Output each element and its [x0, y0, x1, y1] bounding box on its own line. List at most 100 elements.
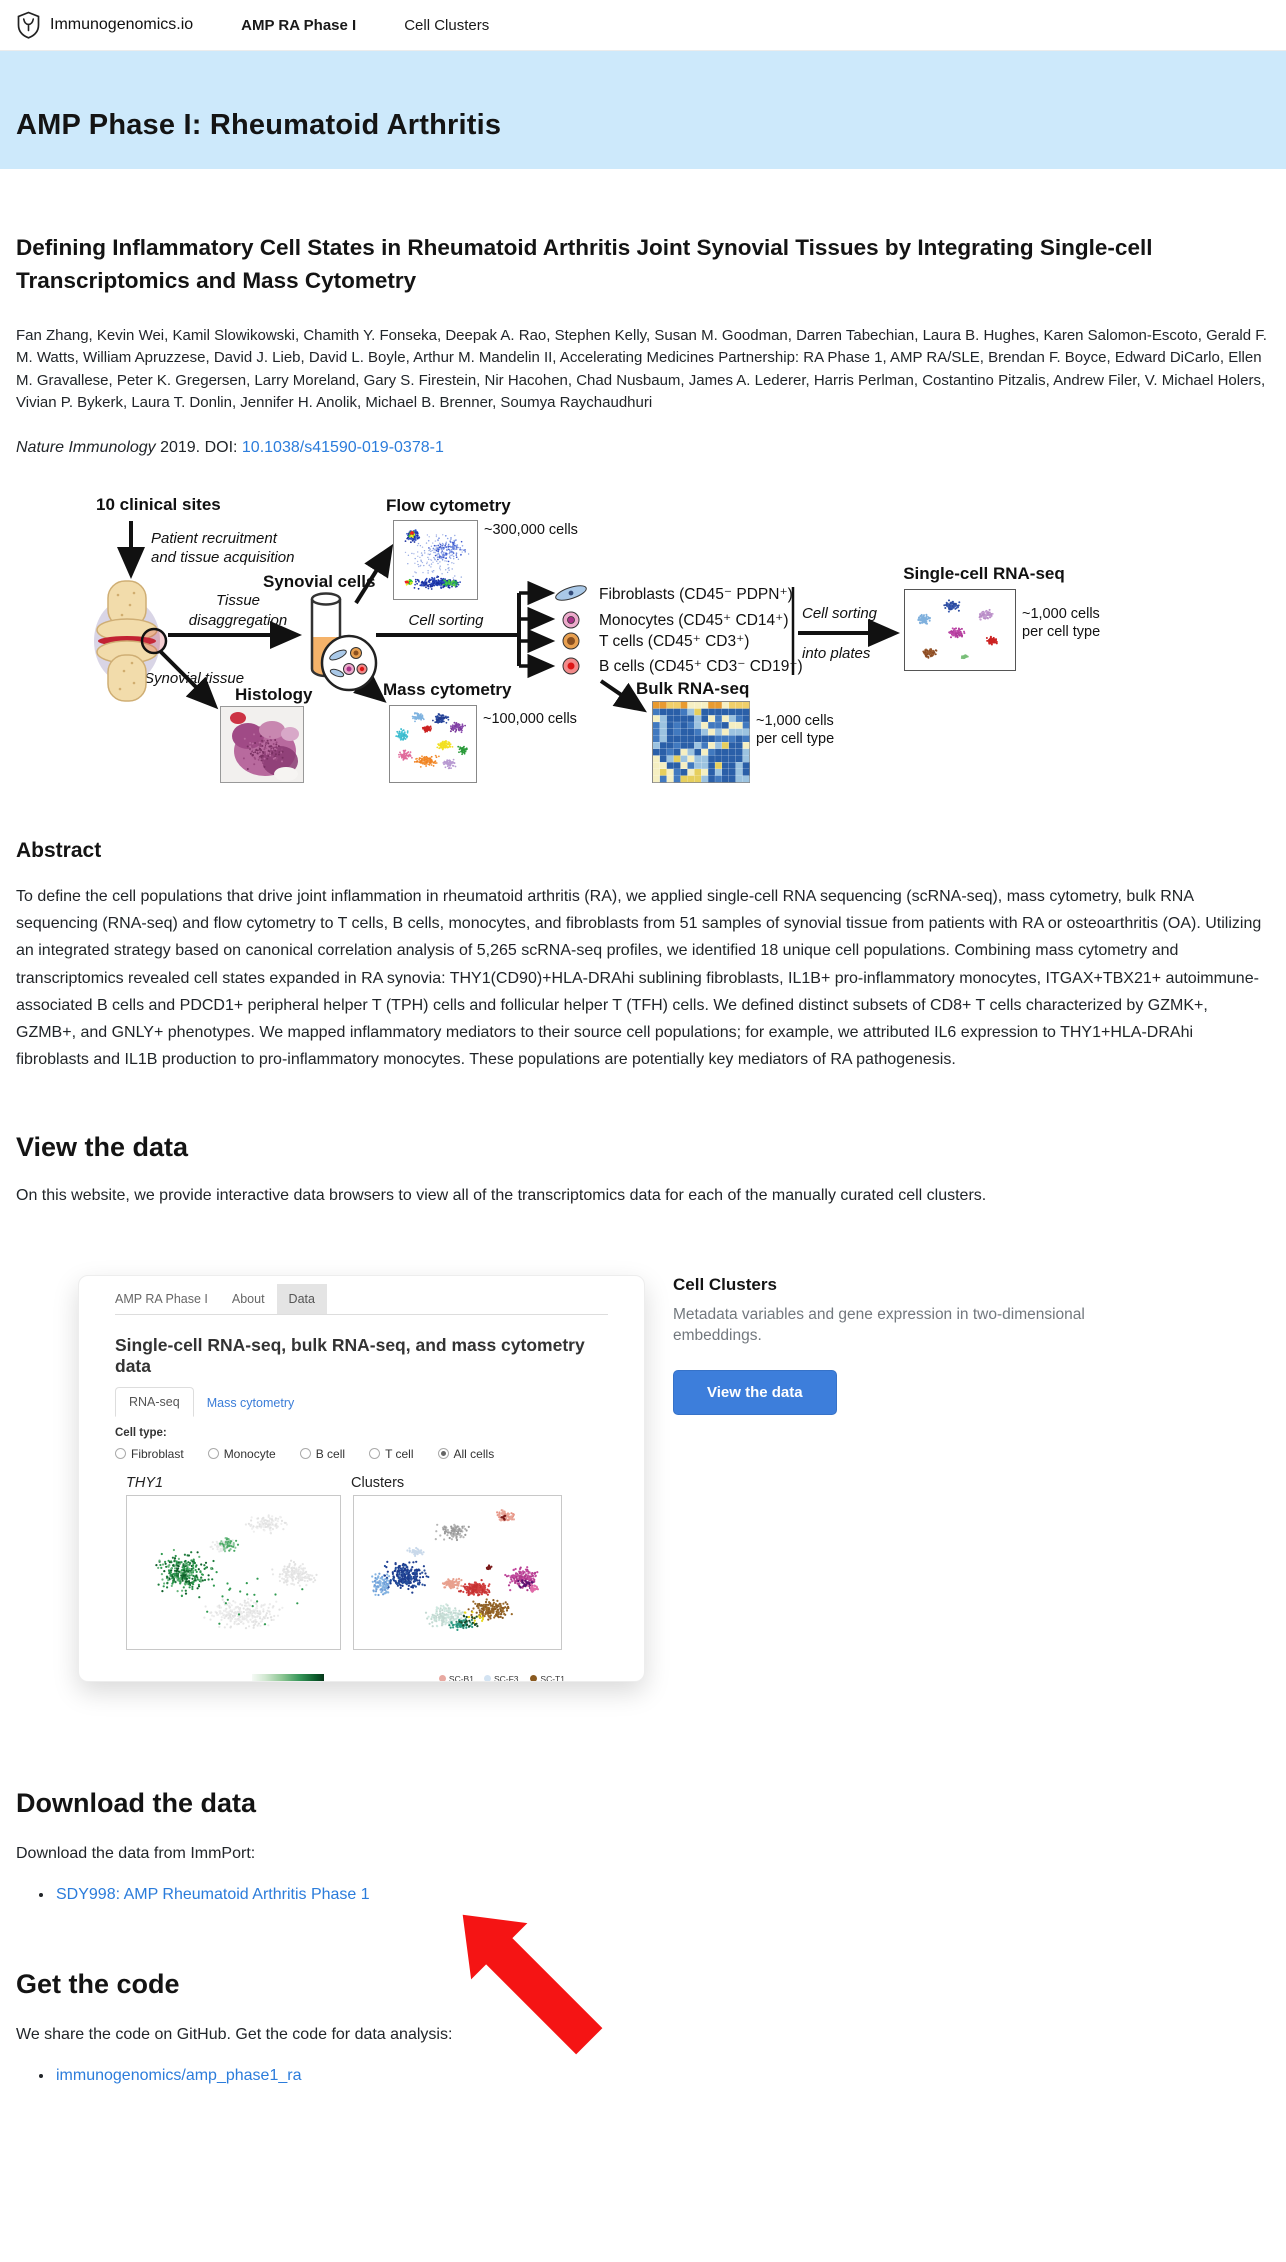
author-list: Fan Zhang, Kevin Wei, Kamil Slowikowski,… [16, 327, 1267, 412]
study-design-figure: 10 clinical sites Patient recruitment an… [56, 477, 1270, 817]
preview-tab-mass-cytometry: Mass cytometry [206, 1395, 295, 1410]
radio-label: B cell [315, 1446, 346, 1461]
t-cell-icon [562, 632, 580, 650]
abstract-heading: Abstract [16, 838, 102, 862]
nav-item-cell-clusters[interactable]: Cell Clusters [404, 16, 490, 34]
panel-title: Cell Clusters [673, 1274, 777, 1294]
radio-circle-selected [437, 1448, 449, 1460]
preview-nav-about: About [231, 1291, 265, 1306]
flow-cytometry-plot [393, 519, 478, 600]
download-links: SDY998: AMP Rheumatoid Arthritis Phase 1 [16, 1883, 1270, 1907]
green-gradient-bar [251, 1673, 324, 1681]
label-flow-cells: ~300,000 cells [484, 522, 578, 538]
download-intro: Download the data from ImmPort: [16, 1844, 256, 1862]
cluster-legend-item: SC-F3 [483, 1674, 520, 1681]
label-bulk-rnaseq: Bulk RNA-seq [636, 679, 749, 698]
cell-type-label: Cell type: [115, 1426, 167, 1439]
label-recruitment-1: Patient recruitment [151, 530, 278, 547]
cluster-legend: Cluster SC-B1SC-B2SC-B3SC-B4SC-F1SC-F2SC… [388, 1674, 565, 1681]
label-scrnaseq: Single-cell RNA-seq [903, 564, 1065, 583]
cluster-legend-item: SC-B1 [438, 1674, 474, 1681]
label-sorting-plates-2: into plates [802, 645, 871, 662]
code-links: immunogenomics/amp_phase1_ra [16, 2064, 1270, 2088]
list-item: SDY998: AMP Rheumatoid Arthritis Phase 1 [54, 1883, 1270, 1907]
radio-t-cell: T cell [369, 1446, 414, 1461]
fibroblast-icon [555, 584, 587, 601]
label-clinical-sites: 10 clinical sites [96, 495, 221, 514]
clusters-plot-title: Clusters [351, 1474, 405, 1491]
mass-cytometry-plot [389, 704, 477, 783]
immunogenomics-logo-icon [16, 11, 41, 39]
nav-item-amp-ra-phase-1[interactable]: AMP RA Phase I [241, 16, 357, 34]
radio-label: Monocyte [223, 1446, 276, 1461]
preview-nav-brand: AMP RA Phase I [115, 1291, 208, 1306]
panel-description: Metadata variables and gene expression i… [673, 1305, 1085, 1344]
code-section: Get the code We share the code on GitHub… [16, 1969, 1270, 2088]
monocyte-icon [562, 611, 580, 629]
label-histology: Histology [235, 685, 313, 704]
label-disaggregation-1: Tissue [216, 592, 260, 609]
journal-name: Nature Immunology [16, 438, 156, 456]
abstract-text: To define the cell populations that driv… [16, 887, 1262, 1069]
brand-link[interactable]: Immunogenomics.io [16, 11, 193, 39]
label-flow-cytometry: Flow cytometry [386, 496, 511, 515]
synovial-cells-circle [320, 634, 378, 691]
clusters-tsne-plot [353, 1494, 562, 1650]
label-t-cells: T cells (CD45⁺ CD3⁺) [599, 633, 749, 650]
citation: Nature Immunology 2019. DOI: 10.1038/s41… [16, 439, 1270, 457]
histology-image [220, 705, 304, 783]
doi-link[interactable]: 10.1038/s41590-019-0378-1 [241, 438, 444, 456]
view-the-data-button[interactable]: View the data [673, 1369, 837, 1415]
top-nav: Immunogenomics.io AMP RA Phase I Cell Cl… [0, 0, 1286, 51]
label-fibroblasts: Fibroblasts (CD45⁻ PDPN⁺) [599, 586, 793, 603]
main-content: Defining Inflammatory Cell States in Rhe… [0, 231, 1286, 2088]
label-disaggregation-2: disaggregation [189, 612, 287, 629]
view-data-heading: View the data [16, 1131, 189, 1162]
label-cell-sorting: Cell sorting [408, 612, 484, 629]
label-mass-cytometry: Mass cytometry [383, 680, 512, 699]
cluster-color-dot [530, 1675, 538, 1681]
data-browser-row: AMP RA Phase I About Data Single-cell RN… [78, 1274, 1270, 1682]
label-scrna-cells-1: ~1,000 cells [1022, 606, 1100, 622]
scrnaseq-plot [904, 588, 1016, 671]
radio-circle [207, 1448, 219, 1460]
label-monocytes: Monocytes (CD45⁺ CD14⁺) [599, 612, 789, 629]
radio-all-cells: All cells [437, 1446, 495, 1461]
sdy998-link[interactable]: SDY998: AMP Rheumatoid Arthritis Phase 1 [56, 1885, 370, 1903]
preview-title: Single-cell RNA-seq, bulk RNA-seq, and m… [115, 1334, 585, 1376]
download-heading: Download the data [16, 1787, 257, 1818]
github-repo-link[interactable]: immunogenomics/amp_phase1_ra [56, 2066, 302, 2084]
radio-label: All cells [453, 1446, 495, 1461]
cluster-color-dot [483, 1675, 491, 1681]
plot-titles: THY1 Clusters [126, 1475, 608, 1491]
thy1-plot-title: THY1 [126, 1474, 164, 1491]
bulk-rnaseq-heatmap [652, 700, 750, 783]
radio-circle [115, 1448, 126, 1460]
radio-label: T cell [385, 1446, 414, 1461]
hero-banner: AMP Phase I: Rheumatoid Arthritis [0, 51, 1286, 169]
preview-plots [126, 1494, 608, 1650]
view-data-intro: On this website, we provide interactive … [16, 1186, 987, 1204]
label-bulk-cells-1: ~1,000 cells [756, 713, 834, 729]
citation-text: 2019. DOI: [160, 438, 238, 456]
radio-label: Fibroblast [131, 1446, 184, 1461]
brand-label: Immunogenomics.io [50, 16, 194, 33]
radio-monocyte: Monocyte [207, 1446, 276, 1461]
download-section: Download the data Download the data from… [16, 1682, 1270, 2055]
page-title: AMP Phase I: Rheumatoid Arthritis [16, 109, 502, 141]
label-bulk-cells-2: per cell type [756, 731, 834, 747]
preview-nav: AMP RA Phase I About Data [115, 1276, 608, 1315]
cluster-legend-item: SC-T1 [530, 1674, 565, 1681]
cluster-legend-grid: SC-B1SC-B2SC-B3SC-B4SC-F1SC-F2SC-F3SC-F4… [438, 1674, 565, 1681]
cell-type-radios: Fibroblast Monocyte B cell T cell All ce… [115, 1447, 608, 1461]
preview-nav-data: Data [276, 1283, 327, 1314]
code-heading: Get the code [16, 1968, 180, 1999]
paper-title: Defining Inflammatory Cell States in Rhe… [16, 235, 1153, 293]
joint-illustration [94, 579, 168, 702]
label-scrna-cells-2: per cell type [1022, 624, 1100, 640]
cell-clusters-panel: Cell Clusters Metadata variables and gen… [673, 1275, 1133, 1415]
expression-legend-label: Log₂ (CPM+1) [157, 1679, 240, 1681]
radio-b-cell: B cell [299, 1446, 346, 1461]
b-cell-icon [562, 657, 580, 675]
